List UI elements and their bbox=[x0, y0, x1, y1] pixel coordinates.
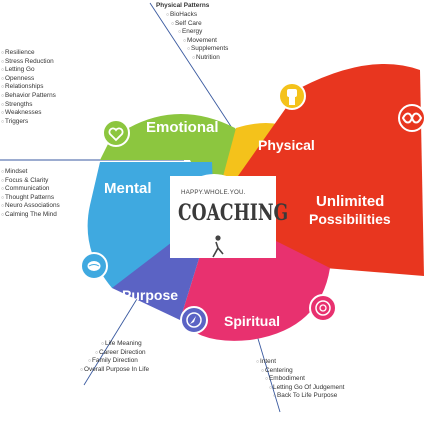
list-item: Nutrition bbox=[192, 54, 228, 63]
list-item: Communication bbox=[1, 185, 60, 194]
label-physical: Physical bbox=[258, 137, 315, 153]
list-item: Back To Life Purpose bbox=[273, 392, 344, 401]
list-item: Strengths bbox=[1, 101, 56, 110]
list-item: Stress Reduction bbox=[1, 58, 56, 67]
purpose-items: Life Meaning Career Direction Family Dir… bbox=[80, 340, 149, 374]
center-panel bbox=[170, 176, 276, 258]
list-item: Weaknesses bbox=[1, 109, 56, 118]
list-item: Neuro Associations bbox=[1, 202, 60, 211]
heart-icon bbox=[102, 119, 130, 147]
list-item: Triggers bbox=[1, 118, 56, 127]
brand-tagline: HAPPY.WHOLE.YOU. bbox=[181, 189, 246, 196]
compass-icon bbox=[180, 306, 208, 334]
list-item: Calming The Mind bbox=[1, 211, 60, 220]
list-item: Supplements bbox=[187, 45, 228, 54]
list-item: Self Care bbox=[171, 20, 228, 29]
list-item: Thought Patterns bbox=[1, 194, 60, 203]
list-item: Resilience bbox=[1, 49, 56, 58]
emotional-items: Resilience Stress Reduction Letting Go O… bbox=[1, 49, 56, 126]
physical-list-title: Physical Patterns bbox=[156, 2, 210, 9]
spiritual-items: Intent Centering Embodiment Letting Go O… bbox=[256, 358, 344, 401]
list-item: Energy bbox=[178, 28, 228, 37]
raised-fist-icon bbox=[278, 82, 306, 110]
list-item: Intent bbox=[256, 358, 344, 367]
list-item: Centering bbox=[261, 367, 344, 376]
label-purpose: Purpose bbox=[122, 287, 179, 303]
label-mental: Mental bbox=[104, 180, 152, 197]
list-item: Career Direction bbox=[95, 349, 149, 358]
label-spiritual: Spiritual bbox=[224, 313, 281, 329]
brain-icon bbox=[80, 252, 108, 280]
list-item: Family Direction bbox=[88, 357, 149, 366]
label-emotional: Emotional bbox=[146, 119, 219, 136]
list-item: Letting Go Of Judgement bbox=[269, 384, 344, 393]
brand-wordmark: COACHING bbox=[178, 200, 289, 226]
infinity-icon bbox=[398, 104, 426, 132]
list-item: Embodiment bbox=[265, 375, 344, 384]
person-icon bbox=[212, 235, 224, 258]
label-unlimited-line2: Possibilities bbox=[309, 211, 391, 227]
list-item: Focus & Clarity bbox=[1, 177, 60, 186]
list-item: Mindset bbox=[1, 168, 60, 177]
list-item: Relationships bbox=[1, 83, 56, 92]
list-item: Overall Purpose In Life bbox=[80, 366, 149, 375]
physical-list: Physical Patterns bbox=[156, 2, 209, 11]
physical-items: BioHacks Self Care Energy Movement Suppl… bbox=[166, 11, 228, 63]
spiral-icon bbox=[309, 294, 337, 322]
list-item: Letting Go bbox=[1, 66, 56, 75]
list-item: Movement bbox=[183, 37, 228, 46]
list-item: BioHacks bbox=[166, 11, 228, 20]
list-item: Openness bbox=[1, 75, 56, 84]
mental-items: Mindset Focus & Clarity Communication Th… bbox=[1, 168, 60, 220]
list-item: Behavior Patterns bbox=[1, 92, 56, 101]
list-item: Life Meaning bbox=[101, 340, 149, 349]
label-unlimited-line1: Unlimited bbox=[316, 193, 385, 210]
